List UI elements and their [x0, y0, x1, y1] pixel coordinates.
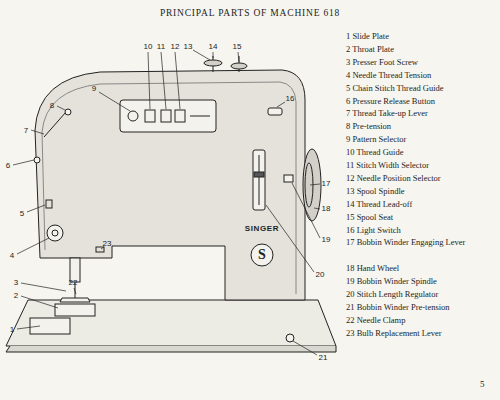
callout-number: 7 [23, 127, 29, 136]
part-name: 17 Bobbin Winder Engaging Lever [346, 237, 469, 248]
callout-number: 16 [285, 95, 296, 104]
part-name: 18 Hand Wheel [346, 263, 497, 274]
callout-number: 22 [68, 279, 79, 288]
part-name: 10 Thread Guide [346, 147, 497, 158]
part-name: 4 Needle Thread Tension [346, 70, 497, 81]
callout-number: 10 [143, 43, 154, 52]
callout-number: 6 [5, 162, 11, 171]
part-name: 8 Pre-tension [346, 121, 497, 132]
part-name: 16 Light Switch [346, 225, 497, 236]
page-number: 5 [480, 380, 485, 390]
part-name: 22 Needle Clamp [346, 315, 497, 326]
part-name: 6 Pressure Release Button [346, 96, 497, 107]
part-name: 12 Needle Position Selector [346, 173, 497, 184]
callout-number: 13 [183, 43, 194, 52]
callout-number: 11 [156, 43, 166, 52]
part-name: 5 Chain Stitch Thread Guide [346, 83, 497, 94]
part-name: 23 Bulb Replacement Lever [346, 328, 497, 339]
callout-number: 17 [321, 180, 332, 189]
part-name: 15 Spool Seat [346, 212, 497, 223]
callout-number: 8 [49, 102, 55, 111]
part-name: 19 Bobbin Winder Spindle [346, 276, 497, 287]
callout-number: 2 [13, 292, 19, 301]
part-name: 13 Spool Spindle [346, 186, 497, 197]
callout-number: 9 [91, 85, 97, 94]
callout-number: 14 [208, 43, 219, 52]
callout-number: 18 [321, 205, 332, 214]
callout-number: 1 [9, 326, 15, 335]
part-name: 1 Slide Plate [346, 31, 497, 42]
callout-number: 5 [19, 210, 25, 219]
page-title: PRINCIPAL PARTS OF MACHINE 618 [0, 8, 500, 18]
part-name: 7 Thread Take-up Lever [346, 108, 497, 119]
callout-number: 21 [318, 354, 329, 363]
part-name: 9 Pattern Selector [346, 134, 497, 145]
brand-name: SINGER [245, 225, 279, 234]
callout-number: 4 [9, 252, 15, 261]
part-name: 14 Thread Lead-off [346, 199, 497, 210]
part-name: 3 Presser Foot Screw [346, 57, 497, 68]
part-name: 11 Stitch Width Selector [346, 160, 497, 171]
callout-number: 23 [102, 240, 113, 249]
brand-logo: S [258, 247, 266, 262]
callout-number: 12 [170, 43, 181, 52]
callout-number: 3 [13, 279, 19, 288]
part-name: 2 Throat Plate [346, 44, 497, 55]
callout-number: 20 [315, 271, 326, 280]
callout-number: 19 [321, 236, 332, 245]
part-name: 20 Stitch Length Regulator [346, 289, 497, 300]
callout-number: 15 [232, 43, 243, 52]
part-name: 21 Bobbin Winder Pre-tension [346, 302, 497, 313]
